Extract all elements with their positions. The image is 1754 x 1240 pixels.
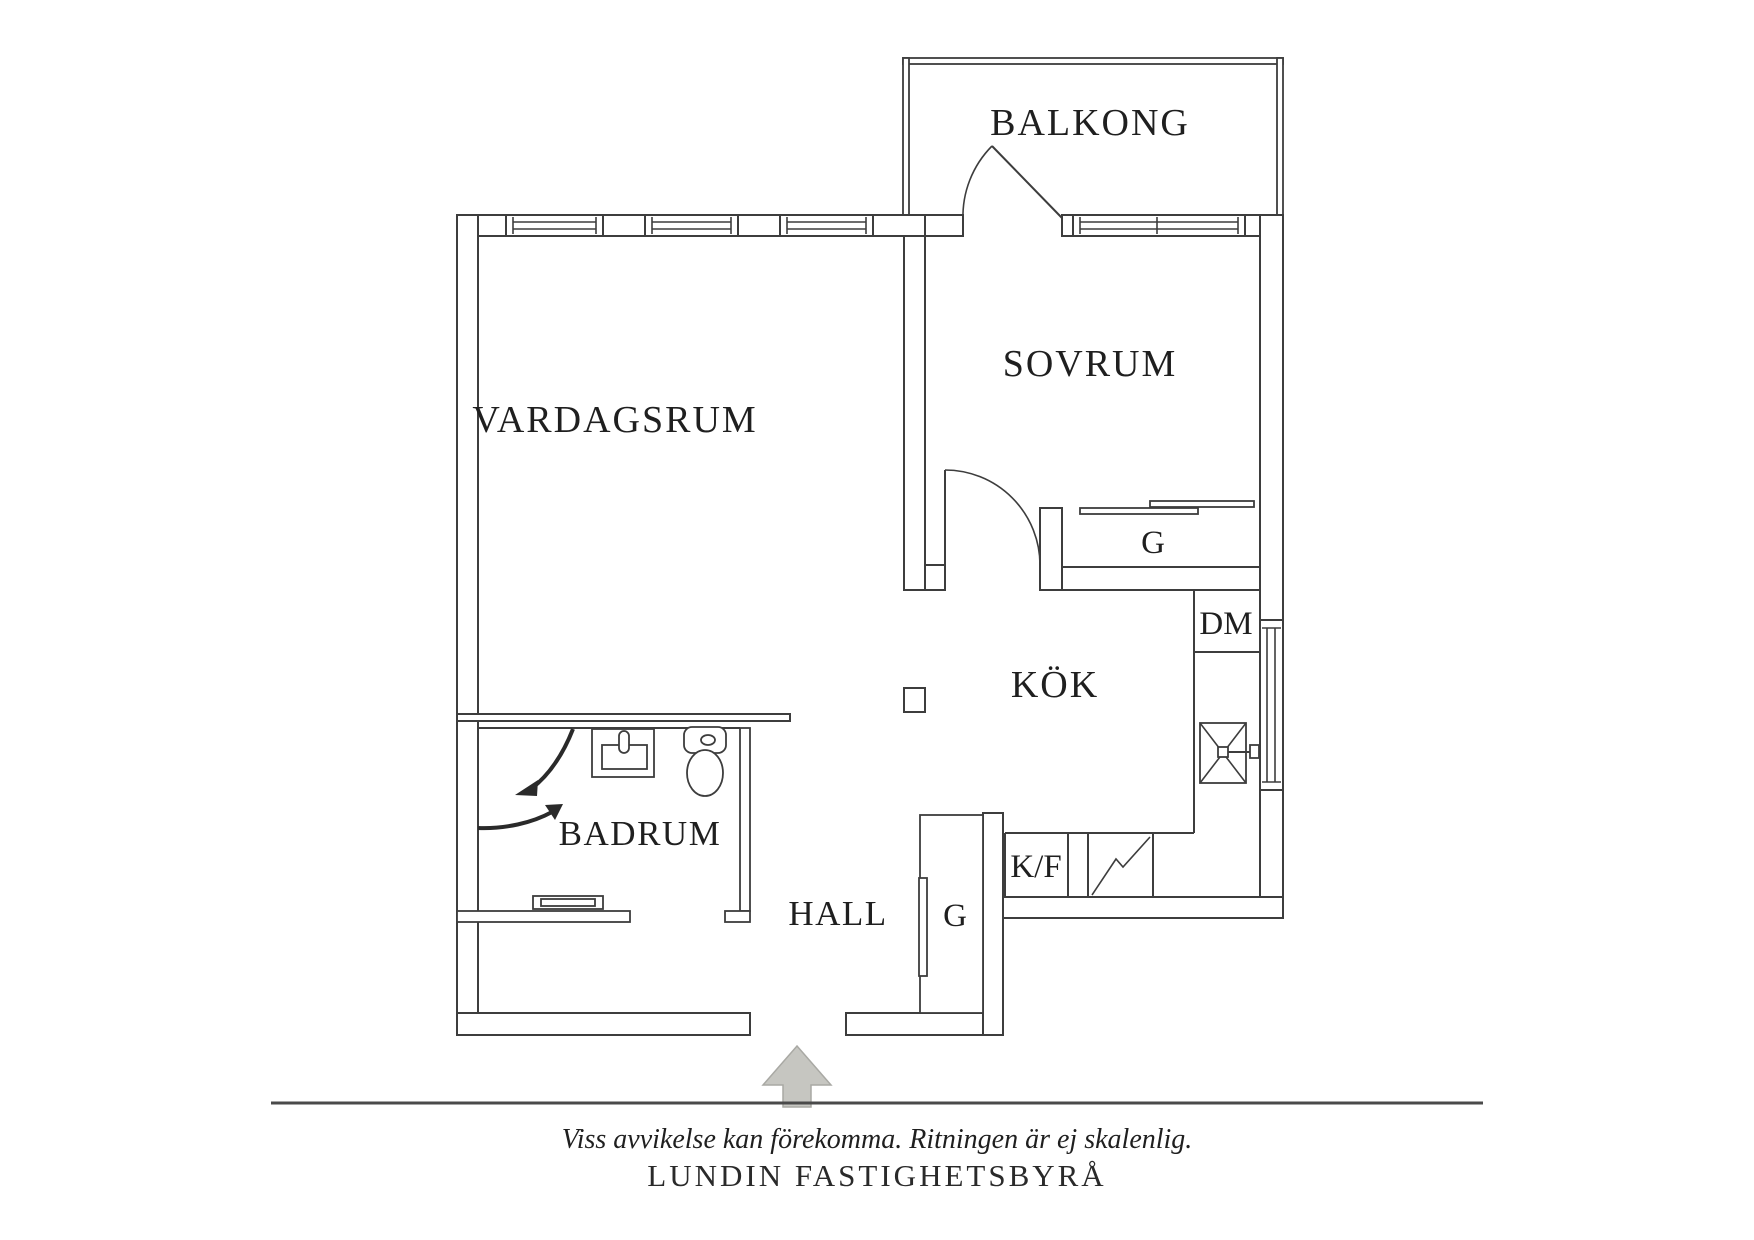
stove-symbol	[1091, 836, 1151, 896]
label-dishwasher: DM	[1199, 606, 1252, 642]
shower-arrows	[477, 728, 575, 831]
room-label-bathroom: BADRUM	[559, 814, 722, 853]
room-label-living-room: VARDAGSRUM	[472, 399, 757, 441]
balcony-door	[962, 145, 1063, 221]
sink-symbol	[1199, 722, 1260, 784]
footer-disclaimer-text: Viss avvikelse kan förekomma. Ritningen …	[562, 1124, 1193, 1155]
kitchen-counter	[1004, 590, 1260, 897]
window-kitchen	[1259, 619, 1284, 791]
footer-agency-name: LUNDIN FASTIGHETSBYRÅ	[647, 1158, 1106, 1193]
interior-walls	[456, 235, 1261, 722]
bedroom-door	[944, 469, 1041, 566]
toilet	[683, 726, 727, 797]
hall-wardrobe	[918, 814, 984, 1014]
room-label-balcony: BALKONG	[990, 102, 1190, 144]
entrance-arrow-icon	[761, 1044, 833, 1108]
window-living-room-2	[644, 214, 739, 237]
window-living-room-1	[505, 214, 604, 237]
bedroom-wardrobe	[1079, 500, 1255, 515]
bathroom-radiator	[532, 895, 604, 910]
label-fridge-freezer: K/F	[1010, 849, 1061, 885]
label-wardrobe-bedroom: G	[1141, 525, 1165, 561]
room-label-hall: HALL	[788, 894, 887, 933]
window-living-room-3	[779, 214, 874, 237]
washbasin	[591, 728, 655, 778]
window-bedroom	[1072, 214, 1246, 237]
room-label-kitchen: KÖK	[1011, 664, 1099, 706]
room-label-bedroom: SOVRUM	[1003, 343, 1178, 385]
label-wardrobe-hall: G	[943, 898, 967, 934]
